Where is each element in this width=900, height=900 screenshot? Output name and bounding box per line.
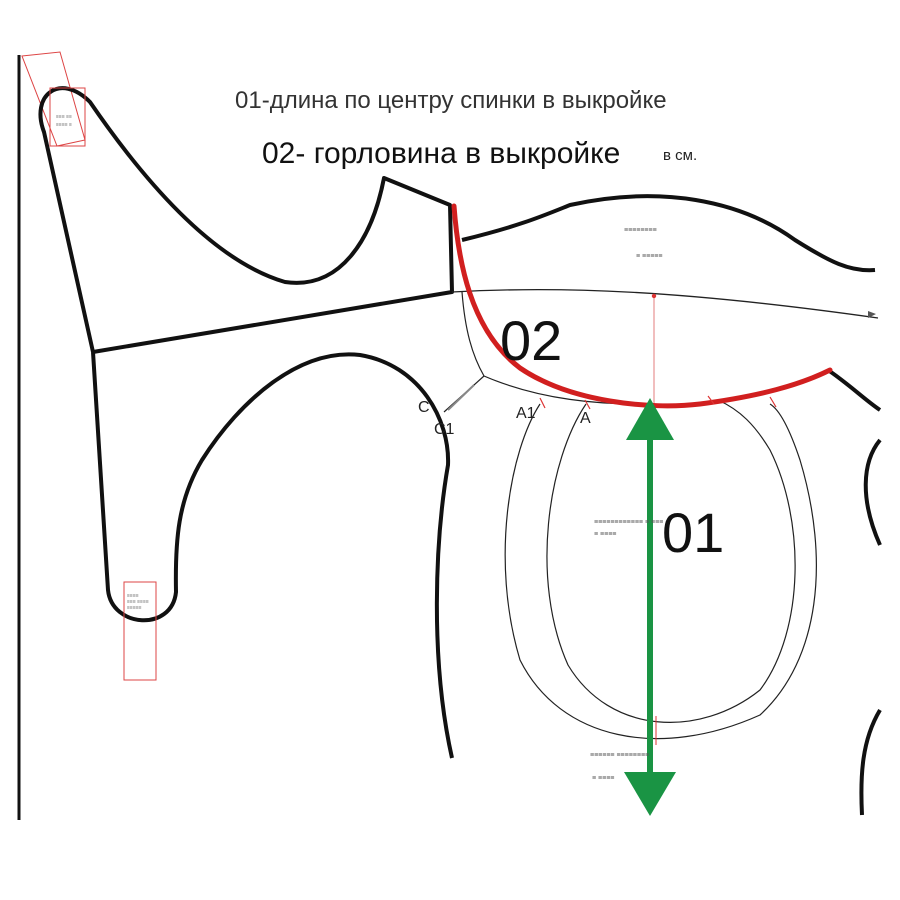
right-edge-outline bbox=[863, 438, 882, 546]
point-label-c: C bbox=[418, 399, 430, 416]
body-top-outline bbox=[461, 194, 876, 273]
svg-text:≡ ≡≡≡≡: ≡ ≡≡≡≡ bbox=[592, 775, 614, 782]
tail-label-box bbox=[123, 581, 157, 681]
lower-right-outline bbox=[859, 708, 882, 816]
outer-cup-curve bbox=[504, 403, 817, 740]
back-length-number: 01 bbox=[662, 501, 724, 564]
strap-label-text: ≡≡≡ ≡≡ ≡≡≡≡ ≡ ≡≡≡≡ ≡≡≡ ≡≡≡≡ ≡≡≡≡≡ bbox=[56, 114, 149, 611]
svg-text:≡≡≡≡≡≡≡≡≡≡≡≡ ≡ ≡≡≡: ≡≡≡≡≡≡≡≡≡≡≡≡ ≡ ≡≡≡ bbox=[594, 519, 663, 526]
c-point-line-2 bbox=[447, 384, 475, 411]
strap-tail-outline bbox=[91, 351, 454, 759]
svg-text:≡≡≡≡: ≡≡≡≡ bbox=[127, 593, 139, 599]
neckline-curve bbox=[451, 203, 833, 409]
svg-text:≡≡≡≡≡: ≡≡≡≡≡ bbox=[127, 605, 142, 611]
top-marker-band bbox=[21, 51, 86, 147]
heading-unit: в см. bbox=[663, 147, 697, 164]
svg-text:≡≡≡≡≡≡ ≡≡≡≡≡≡≡≡: ≡≡≡≡≡≡ ≡≡≡≡≡≡≡≡ bbox=[590, 752, 649, 759]
point-label-a1: A1 bbox=[516, 405, 536, 422]
svg-text:≡≡≡ ≡≡≡≡: ≡≡≡ ≡≡≡≡ bbox=[127, 599, 149, 605]
svg-text:≡≡≡≡≡≡≡≡: ≡≡≡≡≡≡≡≡ bbox=[624, 227, 657, 234]
svg-text:≡ ≡≡≡≡: ≡ ≡≡≡≡ bbox=[594, 531, 616, 538]
construction-arrow bbox=[868, 311, 876, 318]
heading-back-length: 01-длина по центру спинки в выкройке bbox=[235, 87, 667, 114]
point-label-a: A bbox=[580, 410, 591, 427]
svg-text:≡≡≡ ≡≡: ≡≡≡ ≡≡ bbox=[56, 114, 72, 120]
strap-piece-outline bbox=[38, 86, 454, 354]
svg-text:≡ ≡≡≡≡≡: ≡ ≡≡≡≡≡ bbox=[636, 253, 662, 260]
back-length-arrow-bottom bbox=[624, 772, 676, 816]
strap-label-box bbox=[49, 87, 86, 147]
inner-neck-line bbox=[461, 291, 485, 377]
neckline-number: 02 bbox=[500, 309, 562, 372]
centre-guide-dot bbox=[651, 293, 657, 299]
svg-text:≡≡≡≡ ≡: ≡≡≡≡ ≡ bbox=[56, 122, 72, 128]
point-label-c1: C1 bbox=[434, 421, 455, 438]
back-length-arrow-top bbox=[626, 398, 674, 440]
neckline-marks bbox=[539, 395, 777, 410]
inner-cup-curve bbox=[546, 399, 796, 723]
pattern-small-print: ≡≡≡≡≡≡≡≡ ≡ ≡≡≡≡≡ ≡≡≡≡≡≡≡≡≡≡≡≡ ≡ ≡≡≡ ≡ ≡≡… bbox=[590, 227, 663, 782]
heading-neckline: 02- горловина в выкройке bbox=[262, 137, 620, 170]
right-side-outline bbox=[826, 368, 882, 412]
construction-line bbox=[451, 288, 879, 319]
